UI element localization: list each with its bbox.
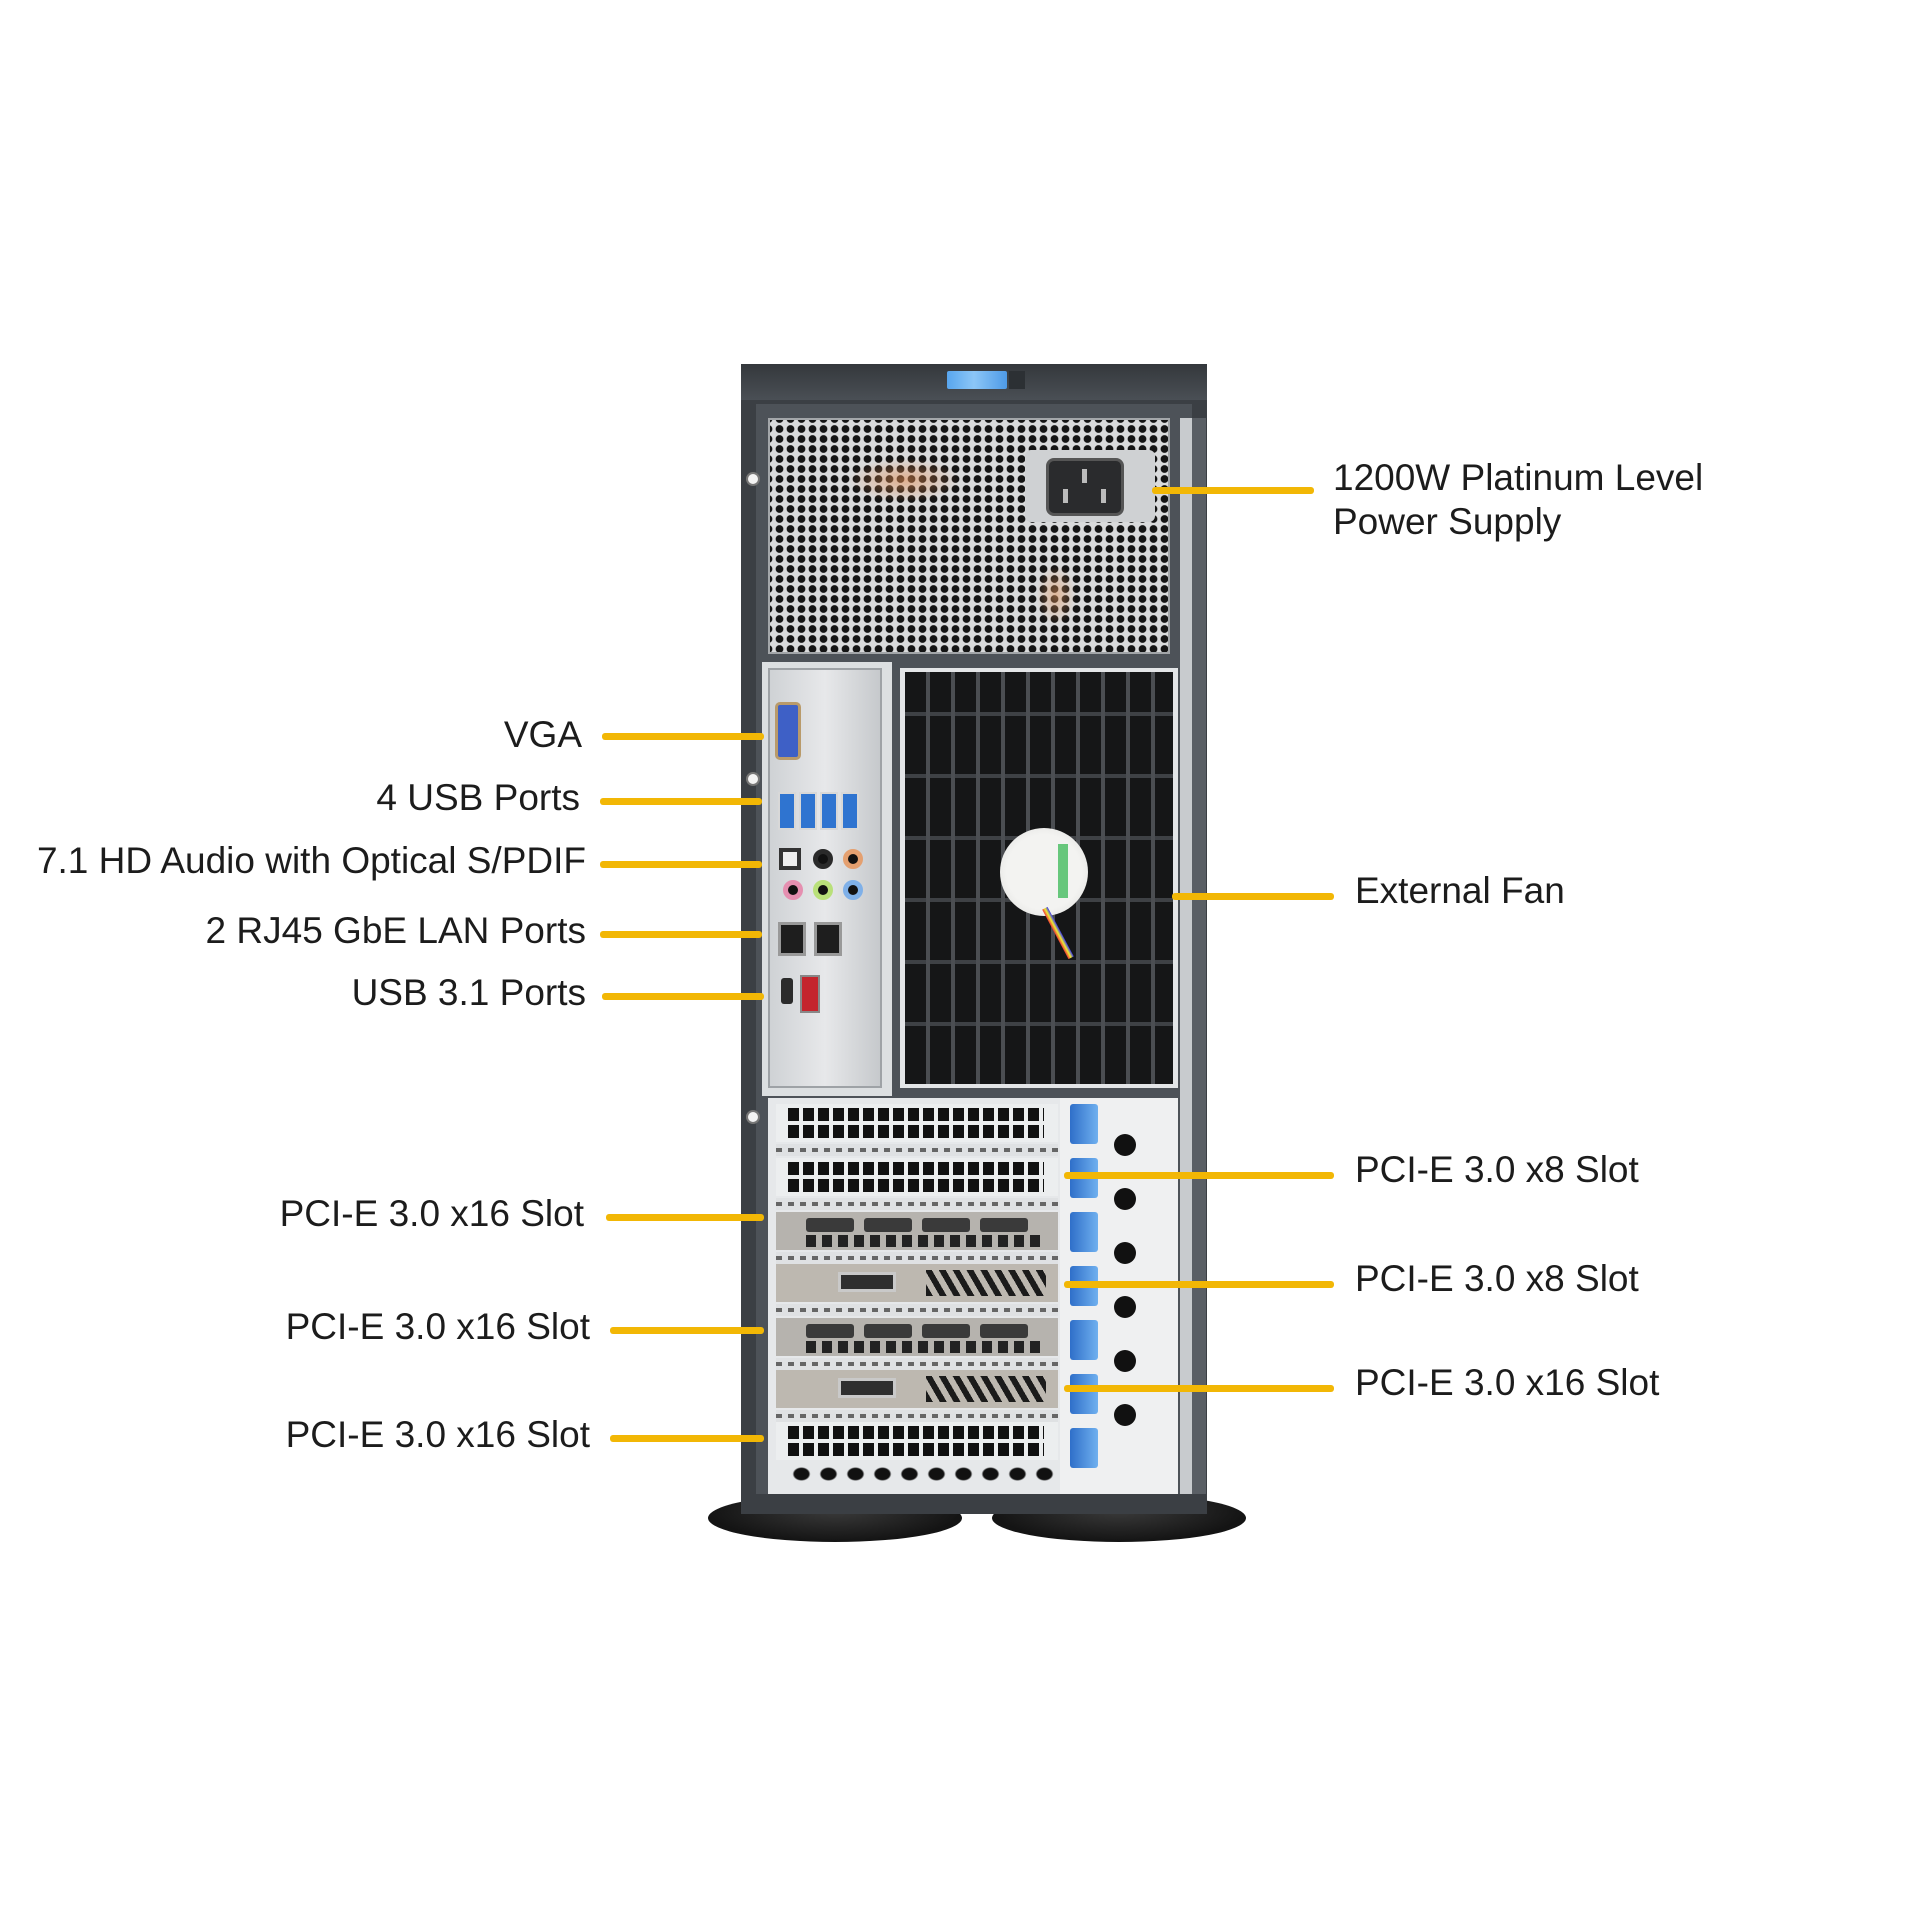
leader-line-pcie-r3 xyxy=(1064,1385,1334,1392)
psu-internal-glow xyxy=(1036,565,1076,625)
cable-hole xyxy=(1114,1296,1136,1318)
leader-line-usb xyxy=(600,798,762,805)
slot-latch-icon xyxy=(1070,1212,1098,1252)
usb-port-icon xyxy=(778,792,796,830)
slot-latch-icon xyxy=(1070,1320,1098,1360)
psu-internal-glow xyxy=(848,458,960,502)
label-vga: VGA xyxy=(503,714,582,755)
label-pcie-x16-r: PCI-E 3.0 x16 Slot xyxy=(1355,1362,1660,1403)
slot-divider xyxy=(776,1358,1058,1370)
screw-icon xyxy=(746,472,760,486)
label-line: 1200W Platinum Level xyxy=(1333,457,1704,498)
cable-hole xyxy=(1114,1404,1136,1426)
leader-line-pcie-l1 xyxy=(606,1214,764,1221)
slot-divider xyxy=(776,1198,1058,1210)
label-lan-ports: 2 RJ45 GbE LAN Ports xyxy=(205,910,586,951)
audio-jack-icon xyxy=(783,880,803,900)
label-power-supply: 1200W Platinum Level Power Supply xyxy=(1333,456,1703,544)
audio-jack-icon xyxy=(843,880,863,900)
expansion-slot-vented xyxy=(776,1104,1058,1142)
cable-hole xyxy=(1114,1188,1136,1210)
usb-port-icon xyxy=(799,792,817,830)
audio-jack-icon xyxy=(813,849,833,869)
label-external-fan: External Fan xyxy=(1355,870,1565,911)
ac-power-inlet-icon xyxy=(1046,458,1124,516)
usb-port-icon xyxy=(841,792,859,830)
gpu-bracket-displayport xyxy=(776,1318,1058,1356)
leader-line-lan xyxy=(600,931,762,938)
cable-hole xyxy=(1114,1350,1136,1372)
label-pcie-x16-l2: PCI-E 3.0 x16 Slot xyxy=(285,1306,590,1347)
rj45-port-icon xyxy=(778,922,806,956)
leader-line-pcie-l2 xyxy=(610,1327,764,1334)
usb-c-port-icon xyxy=(781,978,793,1004)
screw-icon xyxy=(746,1110,760,1124)
label-usb31-ports: USB 3.1 Ports xyxy=(351,972,586,1013)
side-rail-edge xyxy=(1192,418,1206,1498)
leader-line-vga xyxy=(602,733,764,740)
optical-spdif-port-icon xyxy=(779,848,801,870)
leader-line-psu xyxy=(1152,487,1314,494)
slot-latch-icon xyxy=(1070,1428,1098,1468)
slot-divider xyxy=(776,1410,1058,1422)
label-line: Power Supply xyxy=(1333,501,1562,542)
gpu-bracket-displayport xyxy=(776,1212,1058,1250)
label-usb-ports: 4 USB Ports xyxy=(376,777,580,818)
leader-line-pcie-l3 xyxy=(610,1435,764,1442)
usb-port-icon xyxy=(820,792,838,830)
label-pcie-x8-1: PCI-E 3.0 x8 Slot xyxy=(1355,1149,1639,1190)
slot-latch-icon xyxy=(1070,1104,1098,1144)
cable-hole xyxy=(1114,1242,1136,1264)
label-pcie-x16-l3: PCI-E 3.0 x16 Slot xyxy=(285,1414,590,1455)
expansion-slot-vented xyxy=(776,1158,1058,1196)
slot-divider xyxy=(776,1144,1058,1156)
chassis-base xyxy=(741,1494,1207,1514)
top-latch-icon xyxy=(947,371,1025,389)
gpu-bracket-dvi xyxy=(776,1264,1058,1302)
bottom-vents xyxy=(788,1466,1058,1482)
audio-jack-icon xyxy=(843,849,863,869)
usb31-port-icon xyxy=(800,975,820,1013)
leader-line-usb31 xyxy=(602,993,764,1000)
leader-line-pcie-r1 xyxy=(1064,1172,1334,1179)
slot-divider xyxy=(776,1252,1058,1264)
label-pcie-x8-2: PCI-E 3.0 x8 Slot xyxy=(1355,1258,1639,1299)
rj45-port-icon xyxy=(814,922,842,956)
label-pcie-x16-l1: PCI-E 3.0 x16 Slot xyxy=(279,1193,584,1234)
screw-icon xyxy=(746,772,760,786)
slot-latch-icon xyxy=(1070,1374,1098,1414)
slot-divider xyxy=(776,1304,1058,1316)
audio-jack-icon xyxy=(813,880,833,900)
fan-hub-icon xyxy=(1000,828,1088,916)
cable-hole xyxy=(1114,1134,1136,1156)
power-supply-grille xyxy=(768,418,1170,654)
vga-port-icon xyxy=(775,702,801,760)
expansion-slot-vented xyxy=(776,1422,1058,1460)
leader-line-pcie-r2 xyxy=(1064,1281,1334,1288)
gpu-bracket-dvi xyxy=(776,1370,1058,1408)
leader-line-fan xyxy=(1172,893,1334,900)
leader-line-audio xyxy=(600,861,762,868)
label-hd-audio: 7.1 HD Audio with Optical S/PDIF xyxy=(36,840,586,881)
